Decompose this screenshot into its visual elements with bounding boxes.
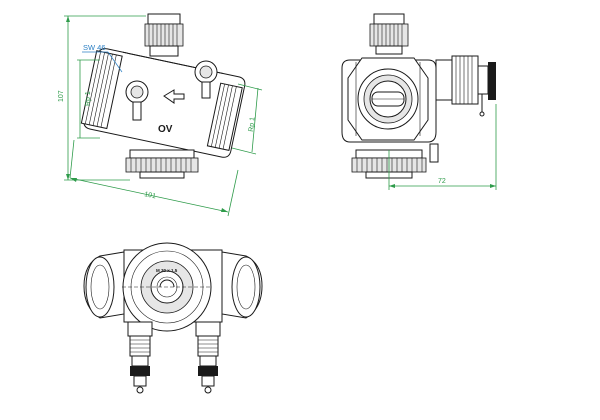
- front-valve-body: [80, 48, 246, 158]
- dim-length-label: 101: [144, 191, 157, 200]
- bottom-thread-marking: M 30 x 1.5: [156, 268, 178, 273]
- dim-depth-label: 72: [438, 178, 446, 185]
- dim-inlet-label: Rp 1: [85, 91, 92, 106]
- dim-length: 101: [69, 139, 239, 217]
- dim-height-label: 107: [58, 90, 65, 102]
- dim-depth: 72: [388, 104, 497, 190]
- bottom-fitting-left: [127, 321, 153, 394]
- wrench-callout: SW 46: [82, 43, 123, 73]
- side-valve-body: [341, 57, 437, 143]
- flow-arrow-icon: [163, 89, 185, 104]
- dim-inlet: Rp 1: [77, 59, 100, 139]
- front-port-right: [194, 60, 218, 99]
- side-handwheel: [351, 143, 439, 179]
- body-marking: OV: [158, 124, 173, 135]
- side-top-cap: [369, 13, 409, 55]
- side-fitting: [435, 55, 496, 117]
- bottom-valve-body: M 30 x 1.5: [83, 242, 263, 332]
- bottom-fitting-right: [195, 321, 221, 394]
- side-view: 72: [341, 13, 497, 190]
- wrench-callout-label: SW 46: [83, 43, 106, 52]
- front-handwheel: [125, 149, 199, 179]
- front-port-left: [125, 80, 149, 121]
- front-top-cap: [144, 13, 184, 57]
- dim-outlet: Rp 1: [231, 83, 263, 155]
- front-view: OV 107: [58, 13, 263, 217]
- dim-outlet-label: Rp 1: [248, 117, 257, 133]
- bottom-view: M 30 x 1.5: [83, 242, 263, 394]
